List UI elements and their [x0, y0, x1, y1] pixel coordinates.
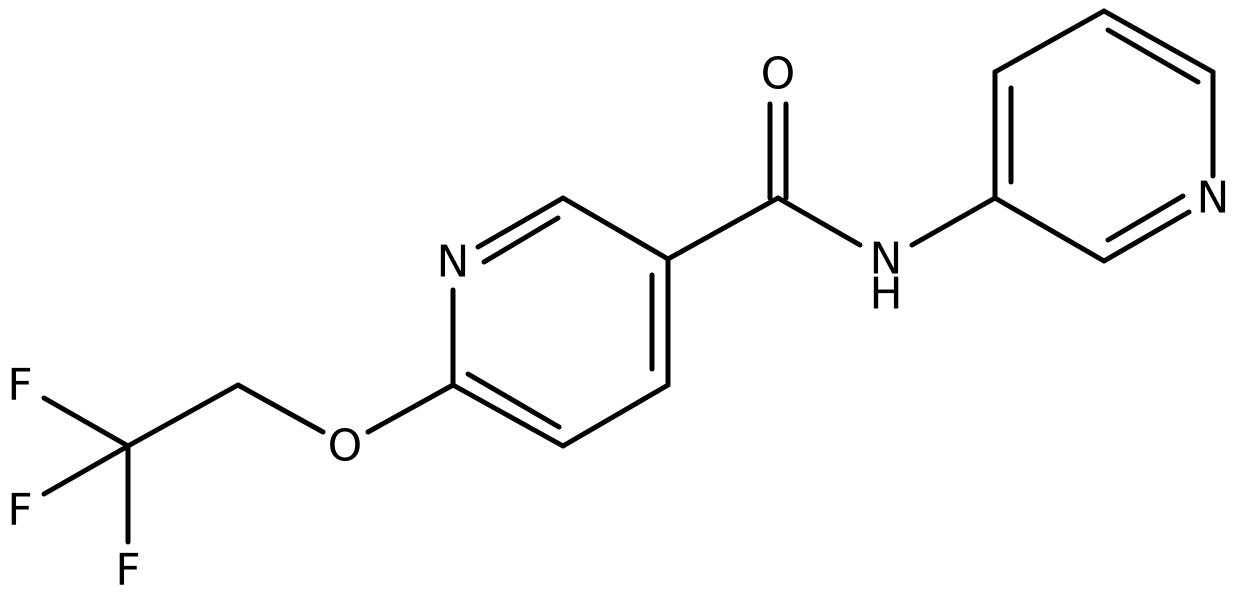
- nicotinamide-ring: [450, 195, 671, 449]
- nicotinamide-ring-nitrogen-label: N: [437, 237, 470, 288]
- bond-c-f1: [41, 395, 131, 449]
- bond-c-f2: [41, 443, 131, 497]
- fluorine-2-label: F: [7, 485, 32, 536]
- bond-o-ch2: [235, 382, 326, 435]
- fluorine-1-label: F: [7, 360, 32, 411]
- amide-nitrogen-label: N: [870, 234, 903, 285]
- amide-group: [665, 101, 998, 262]
- bond-n-p2: [1101, 209, 1192, 264]
- bond-c2-c3: [560, 195, 671, 262]
- bond-n1-c2: [475, 195, 566, 250]
- bond-c5-c6-inner: [465, 371, 562, 430]
- fluorine-3-label: F: [115, 545, 140, 596]
- bond-c4-c5: [560, 382, 671, 449]
- bond-p4-p5: [992, 8, 1107, 75]
- pyridin-3-yl-nitrogen-label: N: [1197, 173, 1230, 224]
- pyridin-3-yl-ring: [992, 8, 1216, 264]
- bond-carbonyl-n: [775, 195, 863, 248]
- bond-p5-p6: [1101, 8, 1216, 75]
- bond-n-p2-inner: [1105, 193, 1186, 243]
- bond-c5-c6: [450, 382, 566, 449]
- bond-c3-carbonyl: [665, 195, 781, 262]
- bond-n-aryl: [909, 195, 998, 248]
- bond-c6-o: [365, 382, 456, 435]
- bond-p5-p6-inner: [1105, 27, 1201, 85]
- bond-p2-p3: [992, 195, 1107, 264]
- carbonyl-oxygen-label: O: [761, 49, 796, 100]
- bond-n1-c2-inner: [481, 215, 561, 265]
- bond-ch2-cf3: [125, 382, 241, 449]
- trifluoroethoxy-group: [41, 382, 456, 545]
- ether-oxygen-label: O: [328, 421, 363, 472]
- amide-hydrogen-label: H: [869, 269, 902, 320]
